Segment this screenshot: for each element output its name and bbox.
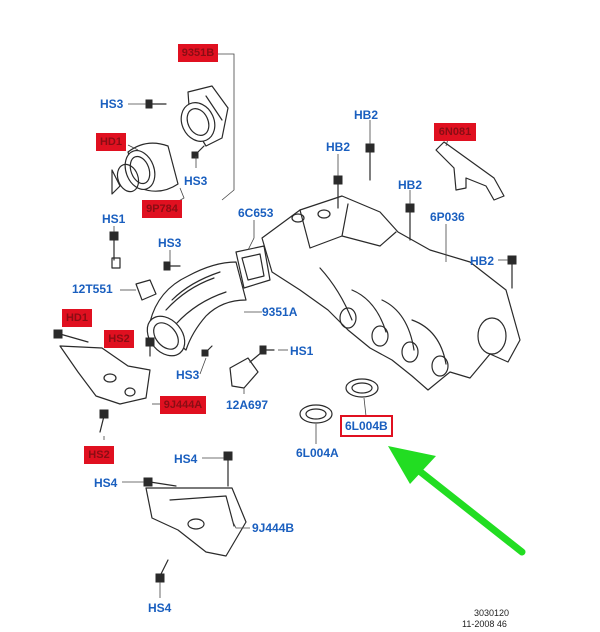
label-hb2-b: HB2: [326, 140, 351, 154]
seal-6l004b-part: [345, 378, 379, 398]
intake-tube-part: [146, 261, 247, 357]
bracket-9j444a-part: [59, 345, 151, 405]
bolt-hb2-d: [507, 255, 517, 289]
screw-hs4-top: [223, 451, 233, 487]
label-9351a: 9351A: [262, 305, 298, 319]
label-hs3-mid: HS3: [184, 174, 208, 188]
label-hs3-top: HS3: [100, 97, 124, 111]
label-hs4-mid: HS4: [94, 476, 118, 490]
gasket-6c653-part: [235, 245, 271, 289]
screw-hs3-mid: [191, 145, 205, 159]
label-9j444b: 9J444B: [252, 521, 295, 535]
screw-hs4-mid: [143, 477, 177, 487]
seal-6l004a-part: [299, 404, 333, 424]
screw-hs4-low: [155, 559, 169, 583]
label-hs2-mid: HS2: [104, 330, 134, 348]
label-6l004b-highlighted: 6L004B: [340, 415, 393, 437]
footer-reference: 3030120: [474, 608, 510, 618]
intake-manifold-part: [261, 195, 521, 391]
label-hd1-top: HD1: [96, 133, 126, 151]
footer-date: 11-2008 46: [462, 619, 507, 629]
label-hd1-left: HD1: [62, 309, 92, 327]
bolt-hb2-c: [405, 203, 415, 241]
screw-hs2-mid: [145, 337, 155, 357]
leader-lines: [103, 53, 508, 598]
label-9p784: 9P784: [142, 200, 182, 218]
label-6l004a: 6L004A: [296, 446, 339, 460]
screw-hs1-left: [109, 231, 121, 269]
label-hb2-c: HB2: [398, 178, 423, 192]
label-9351b: 9351B: [178, 44, 218, 62]
label-6c653: 6C653: [238, 206, 274, 220]
label-hs3-left: HS3: [158, 236, 182, 250]
bolt-hb2-a: [365, 143, 375, 181]
clip-12t551-part: [135, 279, 157, 301]
screw-hs1-right: [259, 345, 275, 355]
label-9j444a: 9J444A: [160, 396, 206, 414]
sensor-12a697-part: [229, 351, 263, 389]
label-hb2-d: HB2: [470, 254, 495, 268]
screw-hs3-top: [145, 99, 167, 109]
bolt-hd1-left: [53, 329, 89, 343]
green-pointer-arrow: [388, 446, 526, 556]
screw-hs2-low: [99, 409, 109, 433]
label-6p036: 6P036: [430, 210, 465, 224]
label-hb2-a: HB2: [354, 108, 379, 122]
label-12a697: 12A697: [226, 398, 269, 412]
label-6n081: 6N081: [434, 123, 476, 141]
bracket-9j444b-part: [145, 487, 247, 557]
label-hs1-right: HS1: [290, 344, 314, 358]
throttle-adapter-part: [180, 85, 229, 147]
label-12t551: 12T551: [72, 282, 113, 296]
coupling-hose-part: [111, 142, 179, 195]
label-hs4-top: HS4: [174, 452, 198, 466]
bracket-6n081-part: [435, 141, 505, 201]
label-hs4-low: HS4: [148, 601, 172, 615]
label-hs1-left: HS1: [102, 212, 126, 226]
label-hs2-low: HS2: [84, 446, 114, 464]
screw-hs3-left: [163, 261, 181, 271]
screw-hs3-low: [201, 345, 213, 357]
label-hs3-low: HS3: [176, 368, 200, 382]
